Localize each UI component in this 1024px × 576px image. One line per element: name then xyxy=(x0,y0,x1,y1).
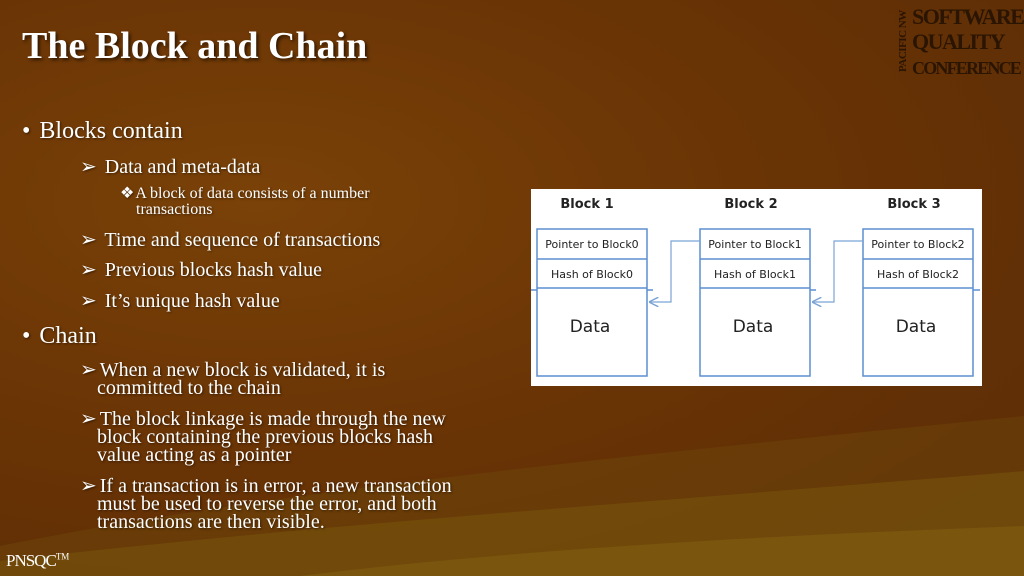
background-wave-decoration xyxy=(0,416,1024,576)
block-2-data: Data xyxy=(733,317,774,337)
arrow-bullet-icon: ➢ xyxy=(80,475,97,497)
diamond-bullet-icon: ❖ xyxy=(120,185,135,202)
arrow-bullet-icon: ➢ xyxy=(80,290,97,312)
subbullet-unique-hash: ➢ It’s unique hash value xyxy=(80,290,280,312)
block-3-label: Block 3 xyxy=(887,197,940,212)
trademark-symbol: TM xyxy=(55,551,70,562)
bullet-dot-icon: • xyxy=(22,118,31,144)
logo-line-conference: CONFERENCE xyxy=(912,58,1022,78)
block-1-label: Block 1 xyxy=(560,197,613,212)
arrow-bullet-icon: ➢ xyxy=(80,259,97,281)
logo-line-software: SOFTWARE xyxy=(912,4,1024,29)
block-2-hash: Hash of Block1 xyxy=(714,268,796,281)
subbullet-validated: ➢When a new block is validated, it is co… xyxy=(80,359,386,399)
subbullet-previous-hash: ➢ Previous blocks hash value xyxy=(80,259,322,281)
block-1-data: Data xyxy=(570,317,611,337)
bullet-dot-icon: • xyxy=(22,323,31,349)
arrow-bullet-icon: ➢ xyxy=(80,156,97,178)
subbullet-error: ➢If a transaction is in error, a new tra… xyxy=(80,475,452,533)
block-1: Block 1 Pointer to Block0 Hash of Block0… xyxy=(536,197,648,377)
subbullet-linkage: ➢The block linkage is made through the n… xyxy=(80,408,446,466)
slide-title: The Block and Chain xyxy=(22,25,368,67)
block-3-data: Data xyxy=(896,317,937,337)
block-1-pointer: Pointer to Block0 xyxy=(545,238,638,251)
pointer-arrow-2-to-1 xyxy=(650,240,700,302)
subbullet-data-meta: ➢ Data and meta-data xyxy=(80,156,261,178)
block-3-hash: Hash of Block2 xyxy=(877,268,959,281)
subsubbullet-block-data: ❖A block of data consists of a number tr… xyxy=(120,185,370,218)
block-3-pointer: Pointer to Block2 xyxy=(871,238,964,251)
bullet-blocks-contain: • Blocks contain xyxy=(22,118,183,144)
block-2: Block 2 Pointer to Block1 Hash of Block1… xyxy=(699,197,811,377)
logo-line-quality: QUALITY xyxy=(912,29,1006,54)
block-3: Block 3 Pointer to Block2 Hash of Block2… xyxy=(862,197,974,377)
footer-pnsqc-mark: PNSQCTM xyxy=(6,551,70,570)
blockchain-diagram: Block 1 Pointer to Block0 Hash of Block0… xyxy=(531,189,982,386)
block-1-hash: Hash of Block0 xyxy=(551,268,633,281)
block-2-label: Block 2 xyxy=(724,197,777,212)
pnsqc-logo: PACIFIC NW SOFTWARE QUALITY CONFERENCE xyxy=(896,4,1024,79)
arrow-bullet-icon: ➢ xyxy=(80,408,97,430)
block-2-pointer: Pointer to Block1 xyxy=(708,238,801,251)
bullet-chain: • Chain xyxy=(22,323,97,349)
subbullet-time-sequence: ➢ Time and sequence of transactions xyxy=(80,229,381,251)
arrow-bullet-icon: ➢ xyxy=(80,229,97,251)
arrow-bullet-icon: ➢ xyxy=(80,359,97,381)
logo-side-text: PACIFIC NW xyxy=(897,10,909,72)
pointer-arrow-3-to-2 xyxy=(813,240,863,302)
